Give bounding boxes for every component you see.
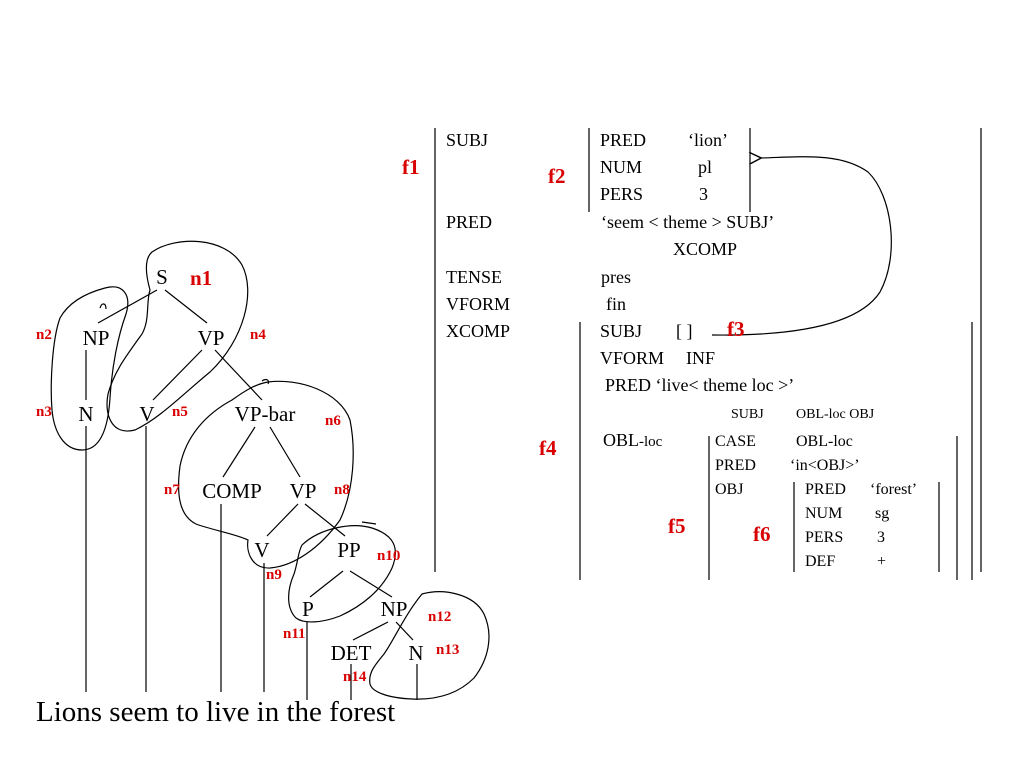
f2-val-pers: 3: [699, 184, 708, 204]
node-n2: N: [408, 641, 423, 665]
id-n3: n3: [36, 404, 52, 420]
id-n9: n9: [266, 567, 282, 583]
f-structure: f1 f2 f3 f4 f5 f6 SUBJ PRED TENSE VFORM …: [402, 128, 982, 580]
f2-attr-pers: PERS: [600, 184, 643, 204]
xcomp-attr-subj: SUBJ: [600, 321, 642, 341]
label-f6: f6: [753, 522, 771, 546]
xcomp-attr-obl-main: OBL: [603, 430, 639, 450]
id-n2: n2: [36, 327, 52, 343]
xcomp-arg-obl-obj: OBL-loc OBJ: [796, 407, 875, 422]
label-f3: f3: [727, 317, 745, 341]
f5-attr-case: CASE: [715, 433, 756, 450]
xcomp-attr-vform: VFORM: [600, 348, 664, 368]
id-n11: n11: [283, 626, 306, 642]
xcomp-attr-obl-suffix: -loc: [639, 434, 663, 450]
node-comp: COMP: [202, 479, 262, 503]
f6-attr-pred: PRED: [805, 481, 846, 498]
id-n10: n10: [377, 548, 400, 564]
node-np2: NP: [381, 597, 408, 621]
node-vp: VP: [198, 326, 225, 350]
id-n4: n4: [250, 327, 266, 343]
f1-val-vform: fin: [606, 294, 626, 314]
edge-np-n2: [395, 621, 414, 641]
loop-n1: [106, 240, 249, 432]
f5-val-pred: ‘in<OBJ>’: [790, 457, 860, 474]
node-det: DET: [331, 641, 372, 665]
f3-share-arrow: [711, 157, 892, 336]
f1-attr-pred: PRED: [446, 212, 492, 232]
node-v2: V: [254, 538, 269, 562]
edge-vpbar-comp: [222, 426, 256, 478]
loop-pp-tick: [361, 521, 377, 525]
loop-n9-tick: [261, 378, 270, 385]
projection-loops: [50, 240, 490, 700]
loop-np-tick: [99, 303, 107, 310]
f2-val-num: pl: [698, 157, 712, 177]
node-n: N: [78, 402, 93, 426]
loop-n12: [369, 591, 490, 700]
edge-vpbar-vp: [269, 426, 301, 478]
label-f4: f4: [539, 436, 557, 460]
label-f2: f2: [548, 164, 566, 188]
xcomp-pred-line: PRED ‘live< theme loc >’: [605, 375, 794, 395]
xcomp-attr-obl: OBL-loc: [603, 430, 663, 450]
edge-vp2-v: [266, 503, 299, 537]
tree-node-labels: S NP VP N V VP-bar COMP VP V PP P NP DET…: [78, 265, 423, 665]
id-n5: n5: [172, 404, 188, 420]
f6-attr-num: NUM: [805, 505, 842, 522]
f1-val-tense: pres: [601, 267, 631, 287]
f6-attr-pers: PERS: [805, 529, 843, 546]
f2-attr-pred: PRED: [600, 130, 646, 150]
f1-val-pred-xcomp: XCOMP: [673, 239, 737, 259]
id-n6: n6: [325, 413, 341, 429]
id-n13: n13: [436, 642, 459, 658]
f6-val-def: +: [877, 553, 886, 570]
id-n8: n8: [334, 482, 350, 498]
edge-pp-np: [349, 570, 393, 598]
f5-attr-pred: PRED: [715, 457, 756, 474]
loop-n10: [288, 525, 396, 623]
f1-attr-subj: SUBJ: [446, 130, 488, 150]
f1-attr-vform: VFORM: [446, 294, 510, 314]
f1-attr-xcomp: XCOMP: [446, 321, 510, 341]
id-n12: n12: [428, 609, 451, 625]
node-vp-bar: VP-bar: [235, 402, 296, 426]
loop-n2: [50, 286, 129, 451]
f6-attr-def: DEF: [805, 553, 835, 570]
xcomp-val-vform: INF: [686, 348, 715, 368]
f2-val-pred: ‘lion’: [688, 130, 728, 150]
edge-vp2-pp: [304, 503, 346, 537]
tree-node-ids: n1 n2 n3 n4 n5 n6 n7 n8 n9 n10 n11 n12 n…: [36, 266, 459, 685]
id-n7: n7: [164, 482, 180, 498]
f1-attr-tense: TENSE: [446, 267, 502, 287]
xcomp-val-subj: [ ]: [676, 321, 693, 341]
label-f1: f1: [402, 155, 420, 179]
node-p: P: [302, 597, 314, 621]
node-vp2: VP: [290, 479, 317, 503]
f5-val-case: OBL-loc: [796, 433, 853, 450]
node-v: V: [139, 402, 154, 426]
f1-val-pred: ‘seem < theme > SUBJ’: [601, 212, 774, 232]
edge-vp-v: [152, 349, 203, 401]
edge-pp-p: [309, 570, 344, 598]
f6-val-num: sg: [875, 505, 889, 522]
node-pp: PP: [337, 538, 360, 562]
node-s: S: [156, 265, 168, 289]
edge-vp-vpbar: [214, 349, 263, 401]
id-n1: n1: [190, 266, 212, 290]
xcomp-arg-subj: SUBJ: [731, 407, 764, 422]
f6-val-pers: 3: [877, 529, 885, 546]
id-n14: n14: [343, 669, 367, 685]
f6-val-pred: ‘forest’: [870, 481, 917, 498]
node-np: NP: [83, 326, 110, 350]
edge-np-det: [352, 621, 389, 641]
f2-attr-num: NUM: [600, 157, 642, 177]
sentence: Lions seem to live in the forest: [36, 696, 395, 728]
f5-attr-obj: OBJ: [715, 481, 743, 498]
edge-s-vp: [164, 289, 208, 324]
tree-edges: [85, 289, 418, 700]
loop-n6: [177, 380, 354, 569]
label-f5: f5: [668, 514, 686, 538]
